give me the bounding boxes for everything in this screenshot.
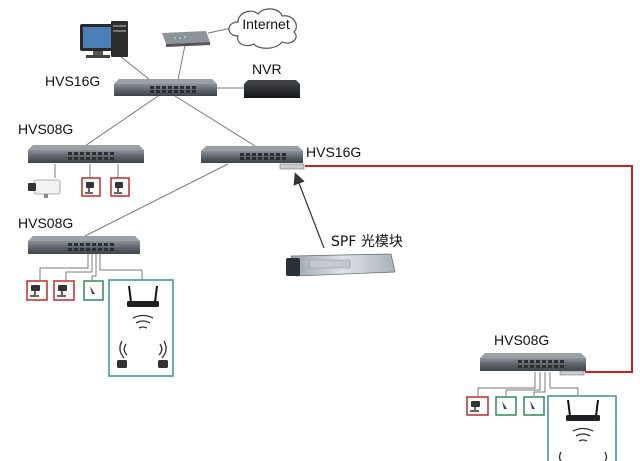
- ip-camera-icon: [110, 177, 130, 197]
- sensor-icon: [523, 396, 545, 416]
- wireless-camera-icon: [117, 360, 168, 368]
- wireless-router-icon: [127, 285, 159, 307]
- network-switch-icon: [28, 236, 140, 254]
- nvr-recorder-icon: [244, 80, 300, 98]
- network-switch-icon: [114, 79, 217, 96]
- switch-mid-label: HVS16G: [306, 144, 361, 160]
- sfp-arrow: [293, 172, 325, 249]
- link-modem-core: [177, 44, 186, 81]
- ip-camera-icon: [28, 179, 61, 198]
- desktop-pc-icon: [80, 21, 128, 58]
- ip-camera-icon: [26, 280, 48, 301]
- ip-camera-icon: [53, 280, 75, 301]
- ip-camera-icon: [466, 396, 489, 416]
- wifi-signal-icon: [132, 314, 154, 329]
- modem-icon: [162, 31, 210, 47]
- wifi-signal-icon: [558, 451, 608, 461]
- connection-lines: [39, 27, 579, 396]
- switch-bottom-left-label: HVS08G: [18, 215, 73, 231]
- wifi-signal-icon: [572, 427, 594, 442]
- link-core-hvs08g-top: [84, 95, 159, 147]
- link-modem-cloud: [207, 27, 233, 34]
- nvr-label: NVR: [252, 61, 282, 77]
- network-switch-icon: [480, 353, 586, 376]
- core-switch-label: HVS16G: [45, 73, 100, 89]
- wireless-router-icon: [566, 399, 600, 421]
- sensor-icon: [495, 396, 517, 416]
- link-mid-hvs08g-bottom: [84, 163, 229, 237]
- sfp-module-icon: [286, 253, 396, 277]
- wireless-box: [547, 395, 617, 461]
- internet-label: Internet: [242, 16, 290, 32]
- switch-bottom-right-label: HVS08G: [494, 332, 549, 348]
- internet-cloud-icon: [228, 8, 297, 49]
- switch-top-left-label: HVS08G: [18, 121, 73, 137]
- wireless-box: [108, 279, 174, 377]
- fiber-link: [305, 165, 633, 373]
- sfp-module-label: SPF 光模块: [331, 234, 403, 250]
- network-switch-icon: [28, 145, 144, 163]
- wifi-signal-icon: [119, 340, 167, 359]
- link-core-hvs16g-mid: [174, 95, 256, 147]
- sensor-icon: [83, 280, 104, 301]
- network-switch-icon: [201, 146, 305, 170]
- ip-camera-icon: [81, 177, 101, 197]
